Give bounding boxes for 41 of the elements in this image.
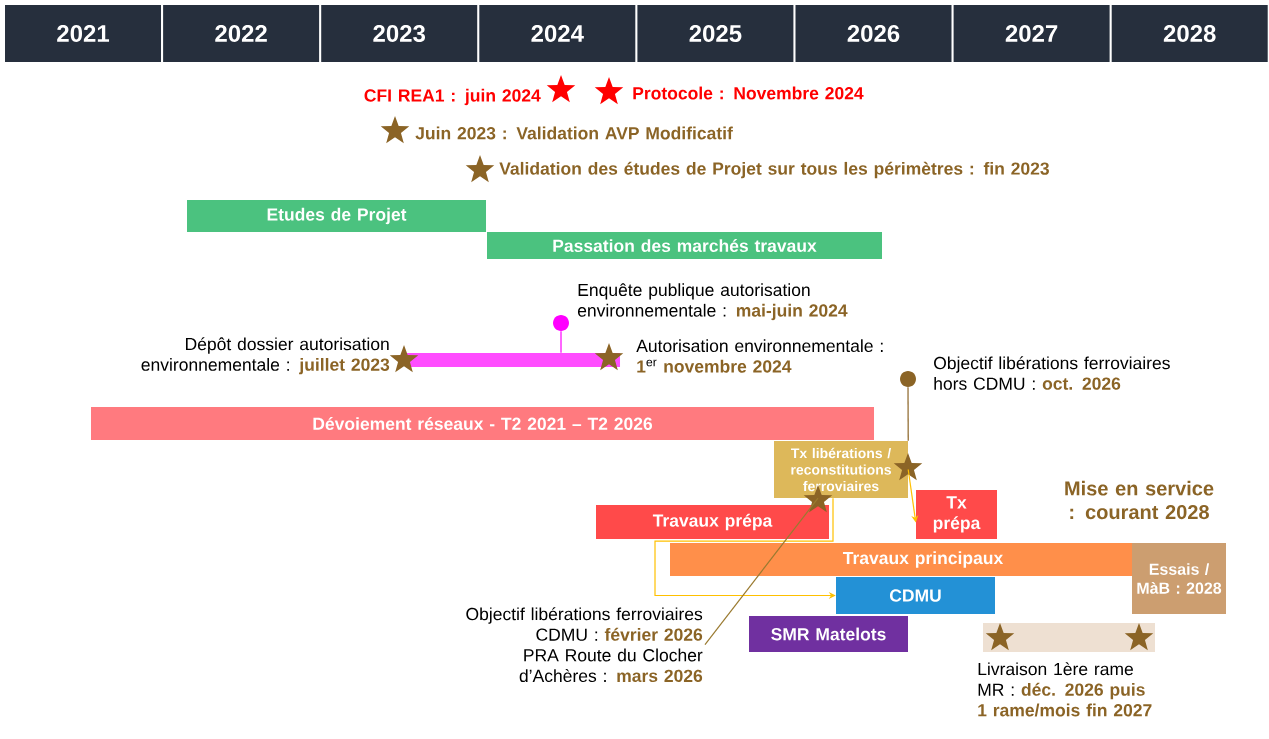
- node-label: 2026: [847, 25, 900, 42]
- task-bar: Travaux prépa: [596, 505, 829, 539]
- task-bar: Essais / MàB : 2028: [1132, 543, 1226, 614]
- task-bar: Passation des marchés travaux: [487, 232, 882, 259]
- year-header: 2027: [953, 5, 1110, 62]
- milestone-label: Livraison 1ère rame MR : déc. 2026 puis 1 rame/mois fin 2027: [978, 662, 1152, 717]
- milestone-label: Validation des études de Projet sur tous les périmètres : fin 2023: [499, 161, 1049, 179]
- node-label: 2028: [1163, 25, 1216, 42]
- leader-line: [704, 497, 819, 646]
- year-header: 2026: [795, 5, 952, 62]
- task-bar: Tx libérations / reconstitutions ferroviaires: [774, 441, 908, 498]
- node-label: 2025: [689, 25, 742, 42]
- year-header: 2028: [1111, 5, 1268, 62]
- milestone-label: Autorisation environnementale : 1$^{er}$ novembre 2024: [636, 339, 883, 373]
- milestone-text: Objectif libérations ferroviaires CDMU : février 2026 PRA Route du Clocher d’Achères : mars 2026: [466, 607, 703, 683]
- task-bar: Dévoiement réseaux - T2 2021 – T2 2026: [91, 407, 874, 440]
- node-label: 2022: [215, 25, 267, 42]
- year-header: 2024: [479, 5, 636, 62]
- milestone-label: Protocole : Novembre 2024: [633, 86, 864, 100]
- task-bar: Tx prépa: [916, 490, 997, 539]
- year-header: 2023: [321, 5, 478, 62]
- milestone-text: Enquête publique autorisation environnementale : mai-juin 2024: [577, 283, 848, 321]
- milestone-text: Objectif libérations ferroviaires hors CDMU : oct. 2026: [934, 356, 1170, 390]
- milestone-label: Mise en service : courant 2028: [1065, 480, 1214, 520]
- pin-dot: [553, 315, 569, 331]
- task-bar: Travaux principaux: [670, 543, 1132, 576]
- milestone-label: Juin 2023 : Validation AVP Modificatif: [415, 126, 733, 140]
- node-label: 2024: [531, 25, 584, 42]
- leader-line: [907, 386, 909, 442]
- pin-dot: [900, 371, 916, 387]
- task-bar: CDMU: [836, 577, 995, 614]
- node-label: 2027: [1005, 25, 1058, 42]
- milestone-label: CFI REA1 : juin 2024: [364, 88, 541, 106]
- year-header: 2022: [163, 5, 320, 62]
- year-header: 2025: [637, 5, 794, 62]
- leader-line: [560, 330, 562, 354]
- node-label: 2023: [373, 24, 426, 43]
- task-bar: Etudes de Projet: [187, 200, 486, 232]
- milestone-label: Dépôt dossier autorisation environnementale : juillet 2023: [141, 337, 390, 375]
- year-header: 2021: [5, 5, 161, 62]
- task-bar: SMR Matelots: [749, 616, 908, 652]
